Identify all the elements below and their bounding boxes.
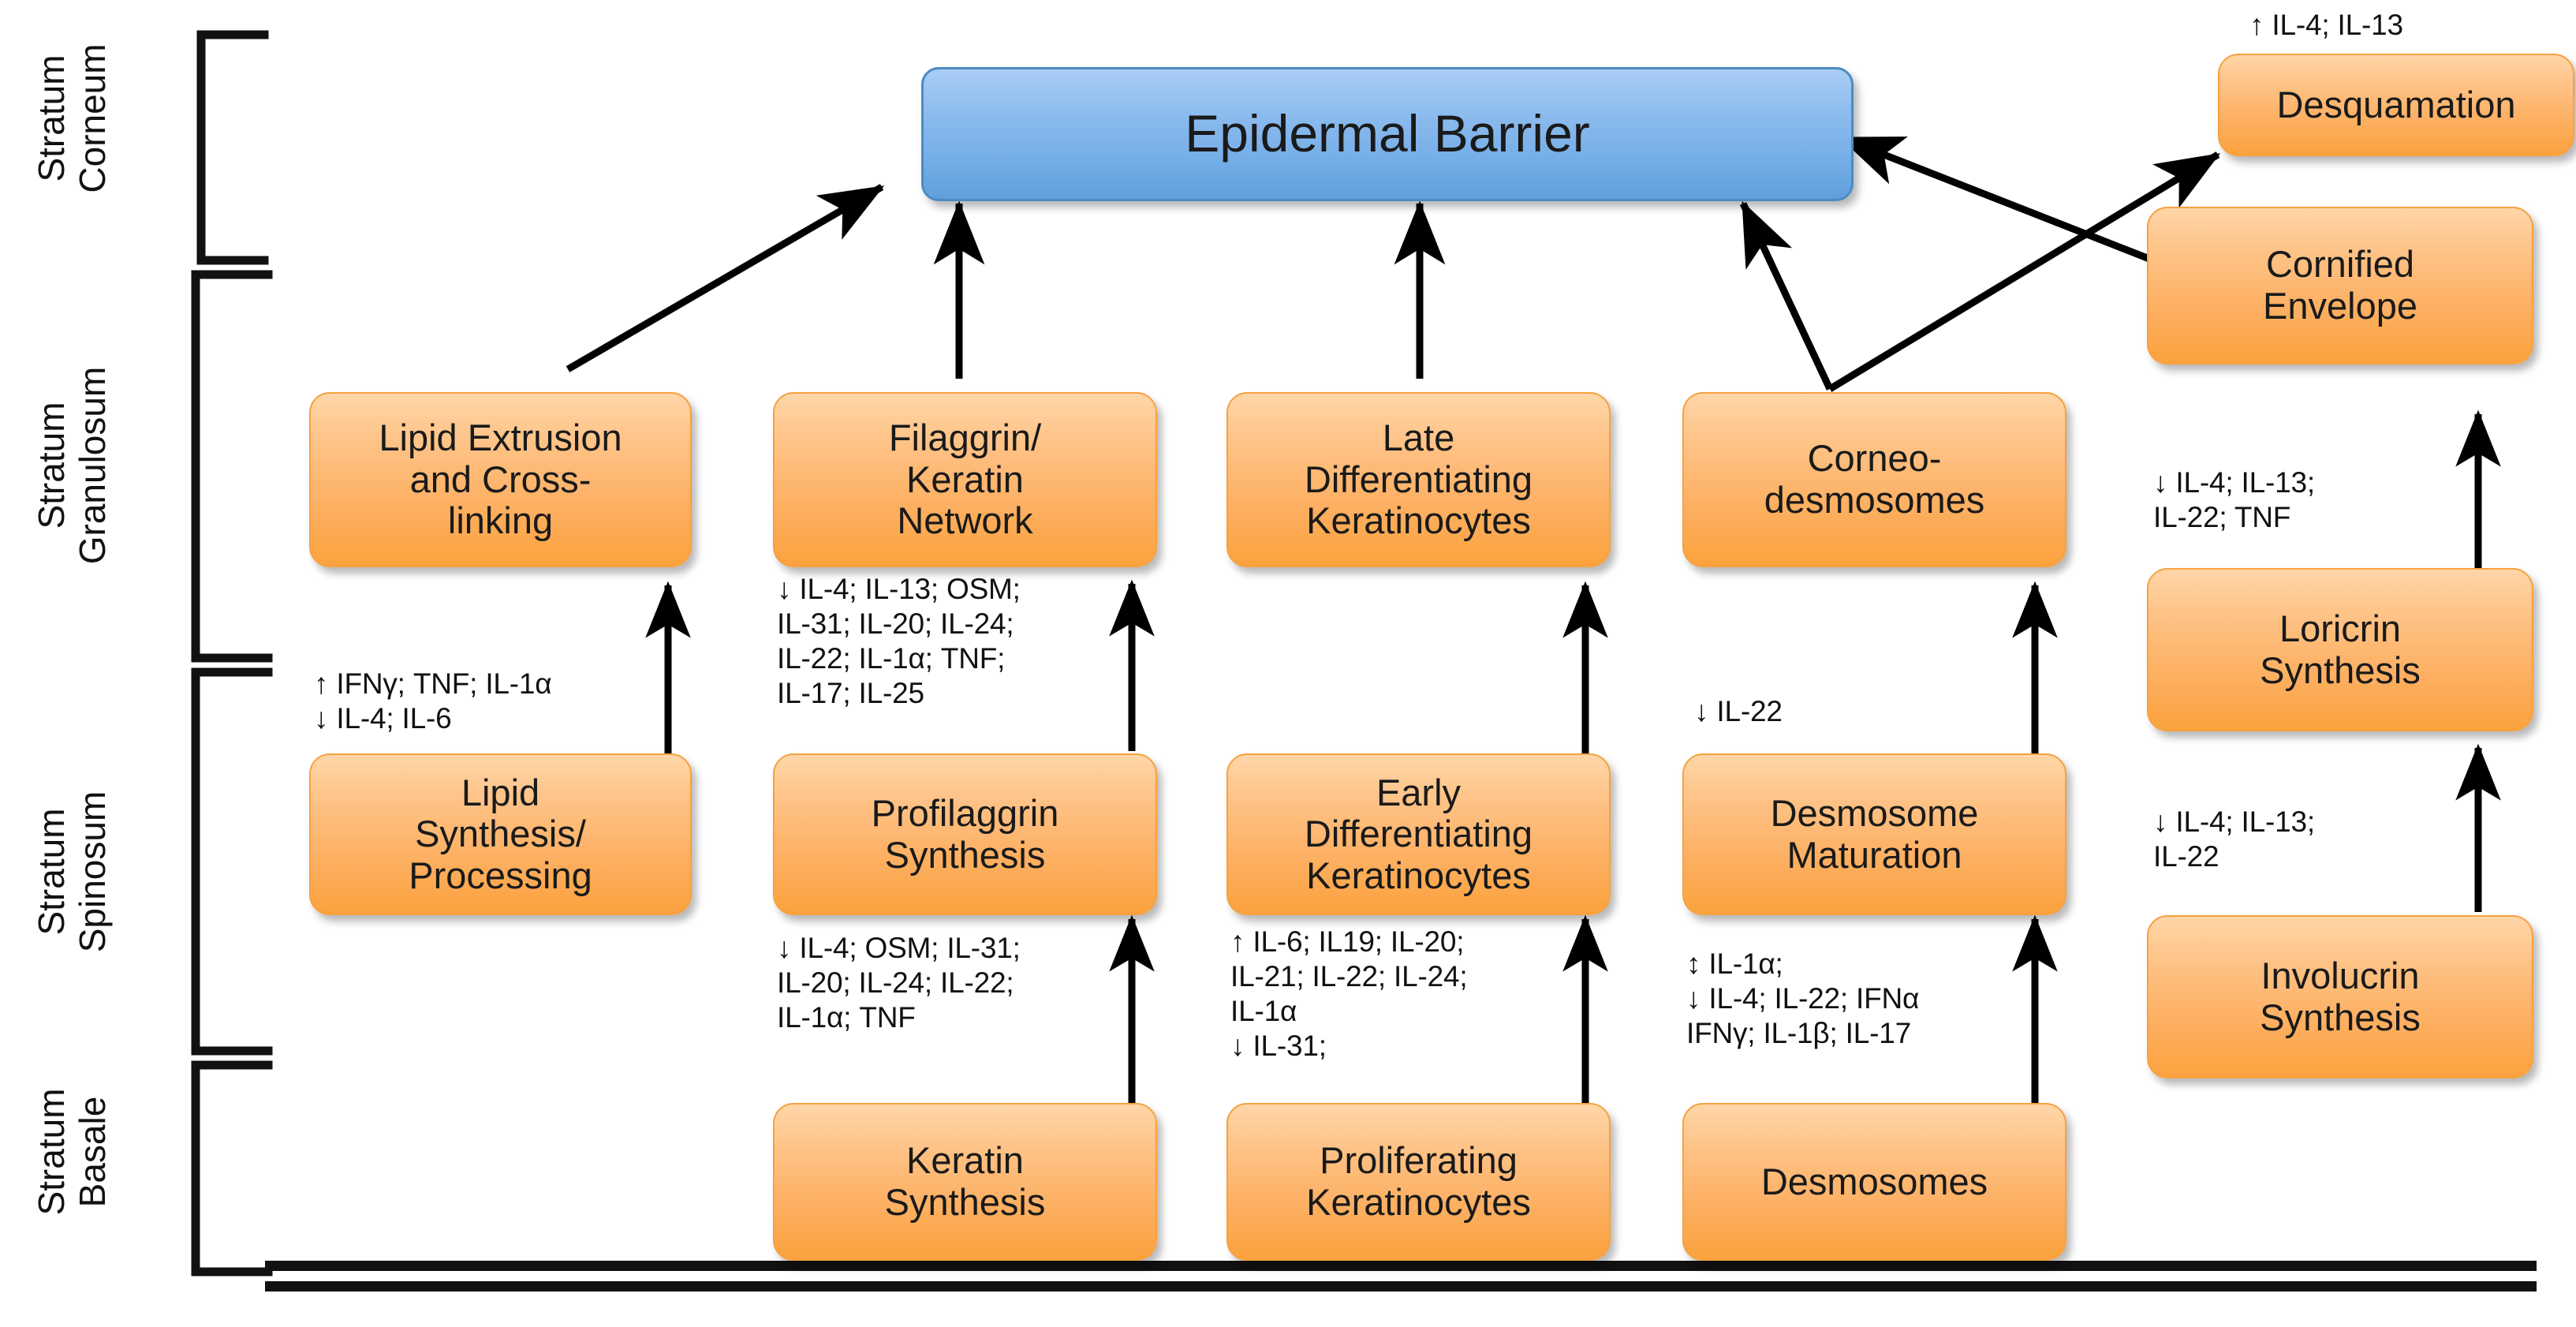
annotation-loricrin-mid: ↓ IL-4; IL-13; IL-22; TNF — [2153, 466, 2315, 534]
annotation-keratin-mid: ↓ IL-4; OSM; IL-31; IL-20; IL-24; IL-22;… — [777, 932, 1021, 1034]
basement-membrane — [265, 1261, 2537, 1291]
stratum-label-granulosum: Stratum Granulosum — [31, 366, 113, 565]
arrow-lipidextrusion-to-barrier — [566, 184, 885, 372]
annotation-desmosome-maturation-mid: ↓ IL-22 — [1694, 695, 1783, 727]
stratum-label-corneum: Stratum Corneum — [31, 43, 113, 193]
stratum-label-spinosum: Stratum Spinosum — [31, 791, 113, 953]
node-epidermal-barrier[interactable]: Epidermal Barrier — [921, 67, 1854, 201]
node-desmosome-maturation[interactable]: Desmosome Maturation — [1682, 753, 2066, 915]
arrow-cornified-to-barrier — [1839, 134, 2155, 264]
bracket-spinosum — [191, 667, 273, 1056]
node-lipid-extrusion[interactable]: Lipid Extrusion and Cross- linking — [309, 392, 692, 567]
annotation-involucrin-mid: ↓ IL-4; IL-13; IL-22 — [2153, 806, 2315, 873]
stratum-label-basale: Stratum Basale — [31, 1088, 113, 1216]
node-cornified-envelope[interactable]: Cornified Envelope — [2147, 207, 2533, 364]
stratum-brackets — [191, 30, 273, 1277]
annotation-filaggrin-mid: ↓ IL-4; IL-13; OSM; IL-31; IL-20; IL-24;… — [777, 573, 1021, 710]
node-loricrin-synthesis[interactable]: Loricrin Synthesis — [2147, 568, 2533, 731]
node-profilaggrin-synthesis[interactable]: Profilaggrin Synthesis — [773, 753, 1157, 915]
annotation-desmosomes-mid: ↕ IL-1α; ↓ IL-4; IL-22; IFNα IFNγ; IL-1β… — [1686, 948, 1920, 1050]
annotation-desquamation-up: ↑ IL-4; IL-13 — [2249, 9, 2403, 41]
annotation-lipid-mid: ↑ IFNγ; TNF; IL-1α ↓ IL-4; IL-6 — [314, 667, 552, 735]
node-early-differentiating-keratinocytes[interactable]: Early Differentiating Keratinocytes — [1226, 753, 1611, 915]
bracket-corneum — [196, 30, 269, 265]
node-corneodesmosomes[interactable]: Corneo- desmosomes — [1682, 392, 2066, 567]
node-desquamation[interactable]: Desquamation — [2218, 54, 2574, 156]
node-keratin-synthesis[interactable]: Keratin Synthesis — [773, 1103, 1157, 1261]
bracket-granulosum — [191, 270, 273, 663]
node-proliferating-keratinocytes[interactable]: Proliferating Keratinocytes — [1226, 1103, 1611, 1261]
node-desmosomes[interactable]: Desmosomes — [1682, 1103, 2066, 1261]
node-filaggrin-keratin-network[interactable]: Filaggrin/ Keratin Network — [773, 392, 1157, 567]
node-involucrin-synthesis[interactable]: Involucrin Synthesis — [2147, 915, 2533, 1078]
node-late-differentiating-keratinocytes[interactable]: Late Differentiating Keratinocytes — [1226, 392, 1611, 567]
node-lipid-synthesis[interactable]: Lipid Synthesis/ Processing — [309, 753, 692, 915]
arrow-corneodesmo-to-barrier — [1739, 200, 1834, 391]
bracket-basale — [191, 1060, 273, 1277]
annotation-early-diff-mid: ↑ IL-6; IL19; IL-20; IL-21; IL-22; IL-24… — [1230, 925, 1468, 1063]
